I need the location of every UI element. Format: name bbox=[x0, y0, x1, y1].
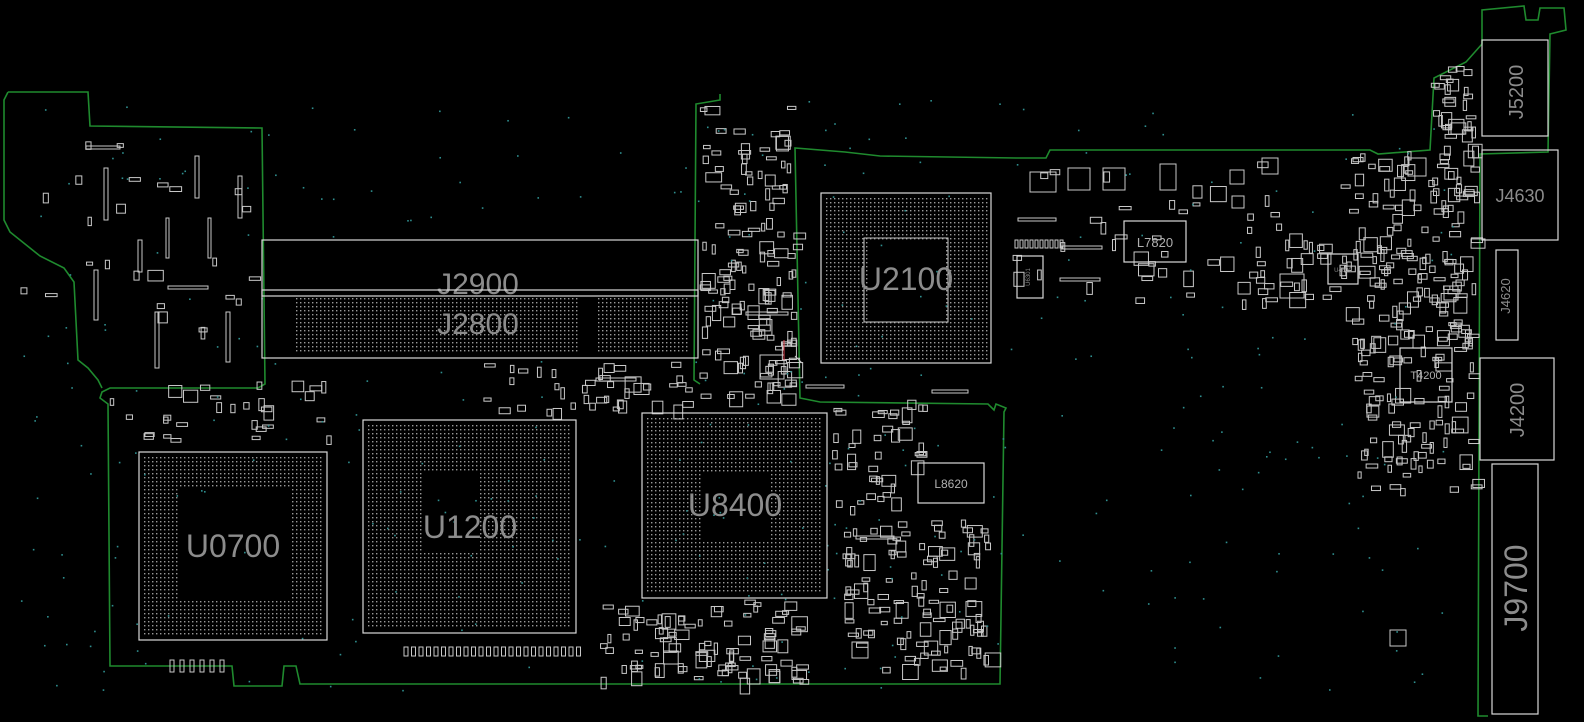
label-u2100: U2100 bbox=[859, 261, 953, 297]
connector-j4620[interactable]: J4620 bbox=[1495, 249, 1519, 341]
bga-grid-layer bbox=[144, 198, 988, 635]
chip-u6301[interactable]: U6301 bbox=[1016, 255, 1044, 299]
label-j4200: J4200 bbox=[1507, 383, 1529, 438]
chip-u0700[interactable]: U0700 bbox=[138, 451, 328, 641]
inductor-l8620[interactable]: L8620 bbox=[917, 462, 985, 504]
label-j9700: J9700 bbox=[1498, 544, 1534, 631]
label-j4630: J4630 bbox=[1495, 186, 1544, 206]
label-u1200: U1200 bbox=[423, 509, 517, 545]
small-parts-layer bbox=[20, 66, 1486, 695]
label-u8400: U8400 bbox=[688, 487, 782, 523]
label-u0700: U0700 bbox=[186, 528, 280, 564]
connector-j2800[interactable]: J2800 bbox=[261, 289, 699, 359]
chip-u8400[interactable]: U8400 bbox=[641, 412, 828, 599]
label-j5200: J5200 bbox=[1506, 65, 1528, 120]
label-u6301: U6301 bbox=[1026, 268, 1032, 286]
connector-j5200[interactable]: J5200 bbox=[1481, 39, 1549, 137]
label-t4200: T4200 bbox=[1410, 370, 1441, 382]
connector-j9700[interactable]: J9700 bbox=[1491, 463, 1539, 715]
label-l8620: L8620 bbox=[934, 477, 968, 491]
inductor-l7820[interactable]: L7820 bbox=[1123, 220, 1187, 263]
board-outline bbox=[3, 5, 1567, 717]
transformer-t4200[interactable]: T4200 bbox=[1399, 347, 1453, 403]
label-j2900: J2900 bbox=[437, 268, 519, 301]
connector-j2900[interactable]: J2900 bbox=[261, 239, 699, 301]
label-l7820: L7820 bbox=[1137, 235, 1173, 250]
chip-u1200[interactable]: U1200 bbox=[362, 419, 577, 634]
connector-j4200[interactable]: J4200 bbox=[1479, 357, 1555, 461]
selection-marker bbox=[783, 340, 803, 364]
connector-j4630[interactable]: J4630 bbox=[1481, 149, 1559, 241]
label-u4600: U4600 bbox=[1334, 268, 1352, 274]
label-j4620: J4620 bbox=[1498, 278, 1513, 313]
chip-u2100[interactable]: U2100 bbox=[820, 192, 992, 364]
chip-u4600[interactable]: U4600 bbox=[1327, 253, 1359, 285]
via-layer bbox=[20, 100, 1454, 692]
label-j2800: J2800 bbox=[437, 308, 519, 341]
